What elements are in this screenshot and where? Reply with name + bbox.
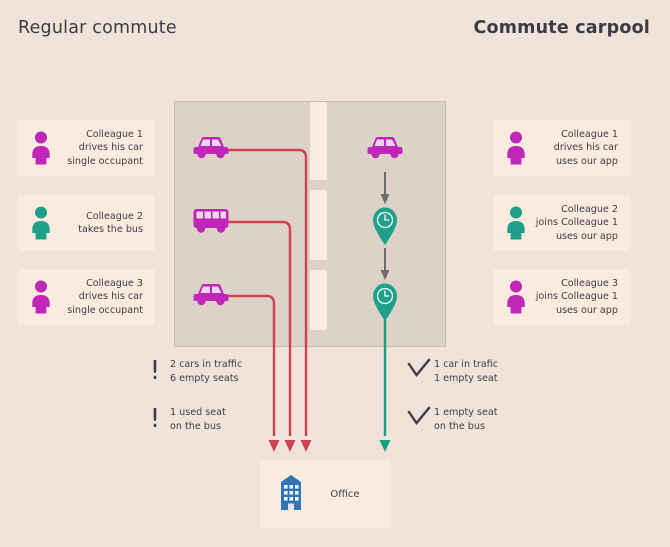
colleague-card-left-2[interactable]: Colleague 2 takes the bus [18, 195, 155, 251]
lane-marking [310, 270, 327, 330]
car-icon [191, 134, 231, 164]
stat-text: 2 cars in traffic 6 empty seats [170, 358, 242, 386]
stat-line: 1 car in trafic [434, 359, 498, 370]
person-icon [26, 280, 56, 314]
stat-line: on the bus [170, 421, 221, 432]
office-destination-card[interactable]: Office [260, 460, 390, 528]
card-line: Colleague 2 [561, 203, 618, 215]
stat-left-1: ! 2 cars in traffic 6 empty seats [140, 358, 242, 386]
card-line: uses our app [555, 155, 618, 167]
stat-text: 1 used seat on the bus [170, 406, 226, 434]
colleague-card-text: Colleague 3 drives his car single occupa… [56, 277, 147, 318]
exclamation-icon: ! [149, 356, 161, 386]
stat-right-1: 1 car in trafic 1 empty seat [404, 358, 498, 386]
card-line: joins Colleague 1 [535, 217, 618, 229]
office-label: Office [330, 488, 360, 500]
card-line: joins Colleague 1 [535, 291, 618, 303]
card-line: single occupant [67, 155, 143, 167]
colleague-card-text: Colleague 1 drives his car uses our app [531, 128, 622, 169]
card-line: Colleague 3 [86, 277, 143, 289]
card-line: Colleague 1 [86, 128, 143, 140]
page-title-right: Commute carpool [473, 18, 650, 38]
bus-icon [191, 207, 231, 239]
map-pin-clock-icon [370, 282, 400, 326]
colleague-card-text: Colleague 2 joins Colleague 1 uses our a… [531, 203, 622, 244]
lane-marking [310, 190, 327, 260]
stat-line: 1 empty seat [434, 373, 498, 384]
stat-line: on the bus [434, 421, 485, 432]
colleague-card-text: Colleague 2 takes the bus [56, 210, 147, 237]
card-line: single occupant [67, 304, 143, 316]
stat-line: 1 empty seat [434, 407, 498, 418]
colleague-card-right-1[interactable]: Colleague 1 drives his car uses our app [493, 120, 630, 176]
person-icon [501, 131, 531, 165]
stat-text: 1 empty seat on the bus [434, 406, 498, 434]
stat-text: 1 car in trafic 1 empty seat [434, 358, 498, 386]
check-icon [404, 406, 434, 428]
colleague-card-text: Colleague 1 drives his car single occupa… [56, 128, 147, 169]
card-line: Colleague 2 [86, 210, 143, 222]
person-icon [26, 206, 56, 240]
card-line: uses our app [555, 304, 618, 316]
exclamation-icon: ! [149, 404, 161, 434]
card-line: Colleague 1 [561, 128, 618, 140]
person-icon [501, 280, 531, 314]
colleague-card-right-2[interactable]: Colleague 2 joins Colleague 1 uses our a… [493, 195, 630, 251]
card-line: takes the bus [78, 224, 143, 235]
car-icon [365, 134, 405, 164]
card-line: Colleague 3 [561, 277, 618, 289]
page-title-left: Regular commute [18, 18, 177, 38]
office-building-icon [274, 472, 308, 516]
colleague-card-text: Colleague 3 joins Colleague 1 uses our a… [531, 277, 622, 318]
stat-line: 6 empty seats [170, 373, 239, 384]
stat-line: 2 cars in traffic [170, 359, 243, 370]
stat-right-2: 1 empty seat on the bus [404, 406, 498, 434]
stat-line: 1 used seat [170, 407, 226, 418]
lane-marking [310, 102, 327, 180]
card-line: drives his car [553, 142, 618, 154]
card-line: drives his car [78, 142, 143, 154]
colleague-card-right-3[interactable]: Colleague 3 joins Colleague 1 uses our a… [493, 269, 630, 325]
car-icon [191, 281, 231, 311]
map-pin-clock-icon [370, 206, 400, 250]
card-line: uses our app [555, 230, 618, 242]
person-icon [26, 131, 56, 165]
card-line: drives his car [78, 291, 143, 303]
person-icon [501, 206, 531, 240]
colleague-card-left-1[interactable]: Colleague 1 drives his car single occupa… [18, 120, 155, 176]
check-icon [404, 358, 434, 380]
colleague-card-left-3[interactable]: Colleague 3 drives his car single occupa… [18, 269, 155, 325]
stat-left-2: ! 1 used seat on the bus [140, 406, 226, 434]
